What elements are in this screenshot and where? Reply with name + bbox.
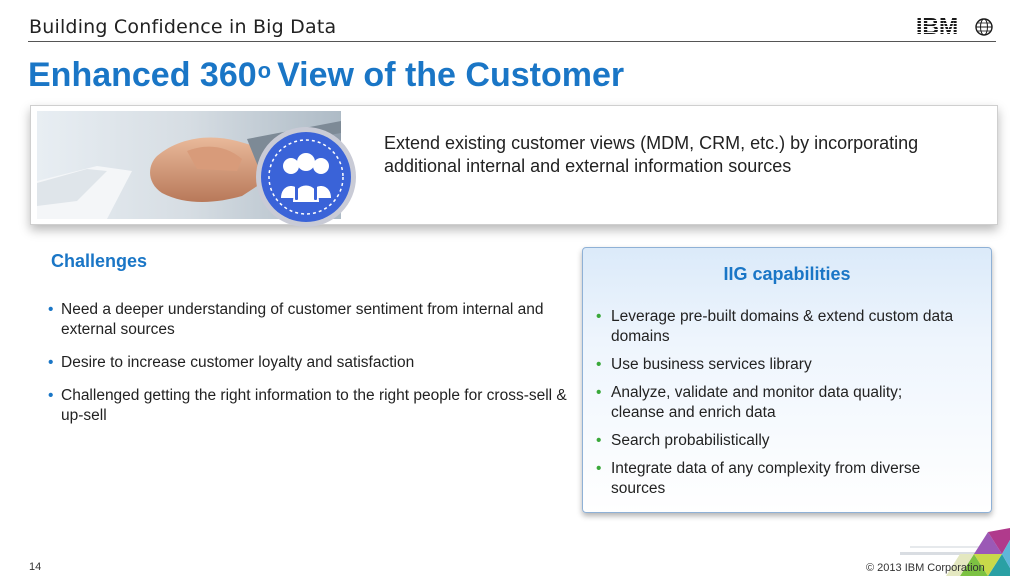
bullet-icon: • (596, 356, 602, 373)
svg-text:IBM: IBM (916, 13, 958, 39)
bullet-icon: • (596, 384, 602, 401)
list-item: • Leverage pre-built domains & extend cus… (596, 307, 956, 347)
globe-icon (975, 18, 993, 36)
page-number: 14 (29, 561, 42, 573)
capabilities-heading: IIG capabilities (723, 264, 851, 284)
bullet-icon: • (48, 387, 54, 404)
capabilities-panel: IIG capabilities • Leverage pre-built dom… (582, 247, 992, 513)
page-title-main: Enhanced 360 (28, 56, 257, 94)
list-item: • Desire to increase customer loyalty and… (48, 353, 568, 373)
bullet-icon: • (48, 354, 54, 371)
intro-banner: Extend existing customer views (MDM, CRM… (30, 105, 998, 227)
ibm-logo: IBM (916, 13, 993, 39)
list-item: • Integrate data of any complexity from d… (596, 459, 956, 499)
header-divider (28, 41, 996, 42)
capability-text: Use business services library (611, 356, 812, 373)
bullet-icon: • (596, 432, 602, 449)
capability-text: Analyze, validate and monitor data quali… (611, 384, 903, 421)
page-title-rest: View of the Customer (277, 56, 625, 94)
challenge-text: Challenged getting the right information… (61, 387, 567, 424)
list-item: • Search probabilistically (596, 431, 956, 451)
customer-360-icon (256, 127, 356, 227)
header-title: Building Confidence in Big Data (29, 16, 337, 38)
list-item: • Analyze, validate and monitor data qual… (596, 383, 956, 423)
challenges-list: • Need a deeper understanding of customer… (48, 300, 568, 439)
copyright-notice: © 2013 IBM Corporation (866, 562, 985, 574)
challenge-text: Need a deeper understanding of customer … (61, 301, 544, 338)
capability-text: Leverage pre-built domains & extend cust… (611, 308, 954, 345)
banner-description: Extend existing customer views (MDM, CRM… (384, 133, 919, 176)
list-item: • Need a deeper understanding of customer… (48, 300, 568, 340)
bullet-icon: • (48, 301, 54, 318)
challenges-heading: Challenges (51, 251, 148, 271)
degree-superscript: o (257, 58, 272, 83)
decorative-corner-graphic (900, 528, 1010, 576)
bullet-icon: • (596, 308, 602, 325)
challenge-text: Desire to increase customer loyalty and … (61, 354, 415, 371)
capability-text: Integrate data of any complexity from di… (611, 460, 921, 497)
bullet-icon: • (596, 460, 602, 477)
list-item: • Challenged getting the right informatio… (48, 386, 568, 426)
list-item: • Use business services library (596, 355, 956, 375)
capabilities-list: • Leverage pre-built domains & extend cus… (596, 307, 956, 507)
capability-text: Search probabilistically (611, 432, 770, 449)
